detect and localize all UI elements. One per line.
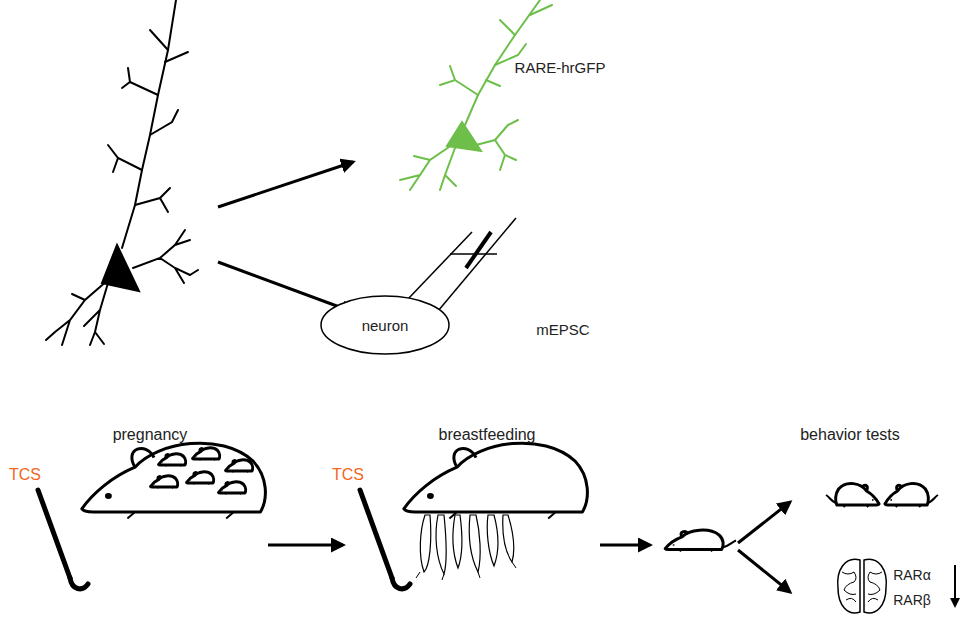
text-label: RARβ [893, 591, 931, 609]
flow-arrow [268, 502, 955, 606]
gfp-neuron-drawing [400, 0, 552, 190]
behavior-mice [826, 483, 938, 507]
neuron-drawing [46, 0, 198, 345]
text-label: TCS [9, 466, 41, 484]
nursing-mouse [404, 443, 588, 580]
node-label: neuron [320, 295, 450, 355]
text-label: RARα [893, 566, 931, 584]
offspring-mouse [665, 530, 736, 551]
flow-arrow [218, 162, 353, 312]
cell-ellipse: neuron [320, 295, 450, 355]
patch-pipette [408, 218, 516, 311]
text-label: mEPSC [536, 321, 589, 339]
ellipse-shape [321, 296, 449, 354]
text-label: breastfeeding [439, 426, 536, 444]
text-label: behavior tests [800, 426, 900, 444]
text-label: TCS [332, 466, 364, 484]
pregnant-mouse [82, 443, 266, 518]
text-label: RARE-hrGFP [515, 59, 606, 77]
brain-icon [838, 559, 887, 613]
text-label: pregnancy [113, 426, 188, 444]
